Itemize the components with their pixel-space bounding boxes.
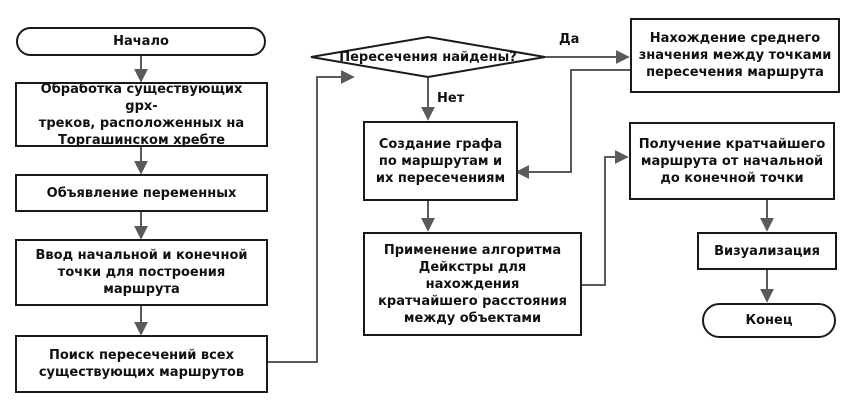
shortest-path-box: Получение кратчайшего маршрута от началь… [629, 122, 835, 200]
find-intersections-label: Поиск пересечений всех существующих марш… [38, 348, 245, 380]
declare-vars-box: Объявление переменных [15, 174, 268, 212]
build-graph-box: Создание графа по маршрутам и их пересеч… [363, 121, 518, 201]
declare-vars-label: Объявление переменных [46, 185, 237, 201]
end-label: Конец [745, 313, 793, 328]
edge-label-no: Нет [437, 91, 465, 106]
input-points-box: Ввод начальной и конечной точки для пост… [15, 239, 268, 306]
dijkstra-label: Применение алгоритма Дейкстры для нахожд… [378, 242, 567, 326]
shortest-path-label: Получение кратчайшего маршрута от началь… [638, 136, 826, 186]
build-graph-label: Создание графа по маршрутам и их пересеч… [375, 136, 506, 186]
decision-diamond [310, 35, 546, 79]
arrow-dijkstra-to-shortest [582, 150, 629, 286]
start-terminal: Начало [16, 27, 266, 56]
start-label: Начало [113, 34, 169, 49]
arrow-find-to-decision [267, 70, 355, 363]
find-midpoint-box: Нахождение среднего значения между точка… [630, 18, 840, 93]
arrow-midpoint-to-graph [515, 69, 630, 179]
find-midpoint-label: Нахождение среднего значения между точка… [638, 31, 832, 80]
input-points-label: Ввод начальной и конечной точки для пост… [35, 248, 248, 297]
edge-label-yes: Да [559, 32, 580, 47]
visualize-box: Визуализация [697, 232, 837, 270]
visualize-label: Визуализация [714, 243, 820, 259]
process-gpx-label: Обработка существующих gpx- треков, расп… [38, 81, 245, 148]
end-terminal: Конец [702, 303, 836, 338]
decision-label: Пересечения найдены? [339, 49, 517, 65]
process-gpx-box: Обработка существующих gpx- треков, расп… [15, 81, 268, 148]
dijkstra-box: Применение алгоритма Дейкстры для нахожд… [363, 232, 582, 336]
find-intersections-box: Поиск пересечений всех существующих марш… [15, 335, 268, 393]
